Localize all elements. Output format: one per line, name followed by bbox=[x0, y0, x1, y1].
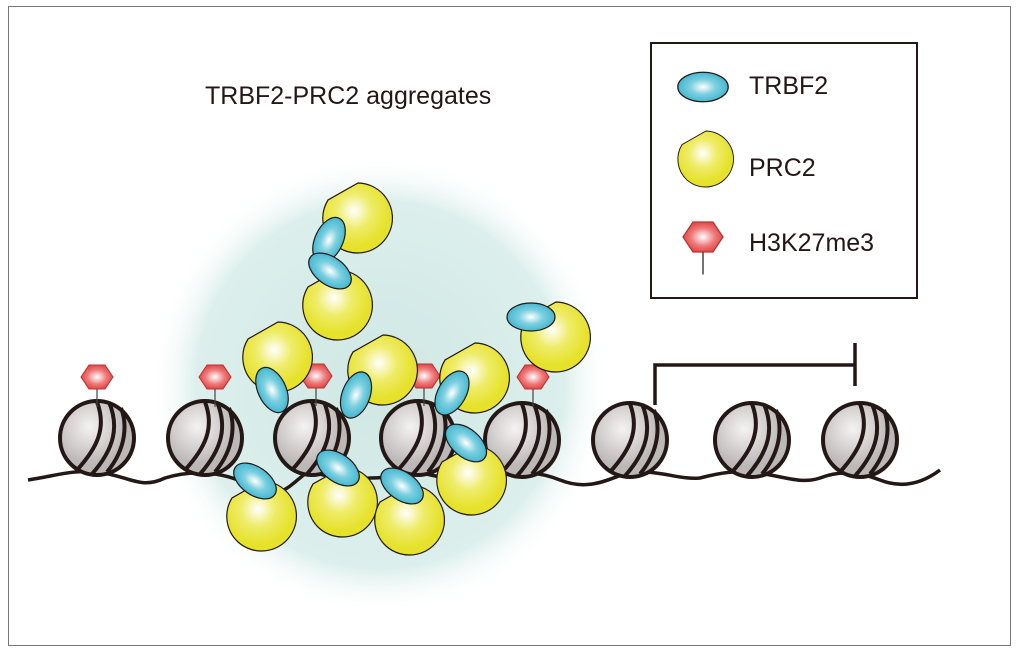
nucleosome bbox=[166, 399, 244, 477]
legend-label-prc2: PRC2 bbox=[749, 154, 816, 182]
trbf2-icon bbox=[506, 302, 556, 332]
nucleosome bbox=[58, 399, 136, 477]
legend: TRBF2 PRC2 H3K27me3 bbox=[650, 42, 918, 299]
figure-frame bbox=[8, 6, 1011, 646]
h3k27me3-icon bbox=[682, 221, 724, 276]
nucleosome bbox=[713, 401, 791, 479]
nucleosome bbox=[821, 401, 899, 479]
legend-label-trbf2: TRBF2 bbox=[749, 72, 829, 100]
aggregate-title: TRBF2-PRC2 aggregates bbox=[205, 82, 492, 110]
repression-symbol bbox=[653, 343, 857, 405]
prc2-icon bbox=[677, 130, 735, 188]
legend-label-h3k27me3: H3K27me3 bbox=[749, 229, 875, 257]
nucleosome bbox=[591, 401, 669, 479]
trbf2-icon bbox=[677, 71, 729, 103]
